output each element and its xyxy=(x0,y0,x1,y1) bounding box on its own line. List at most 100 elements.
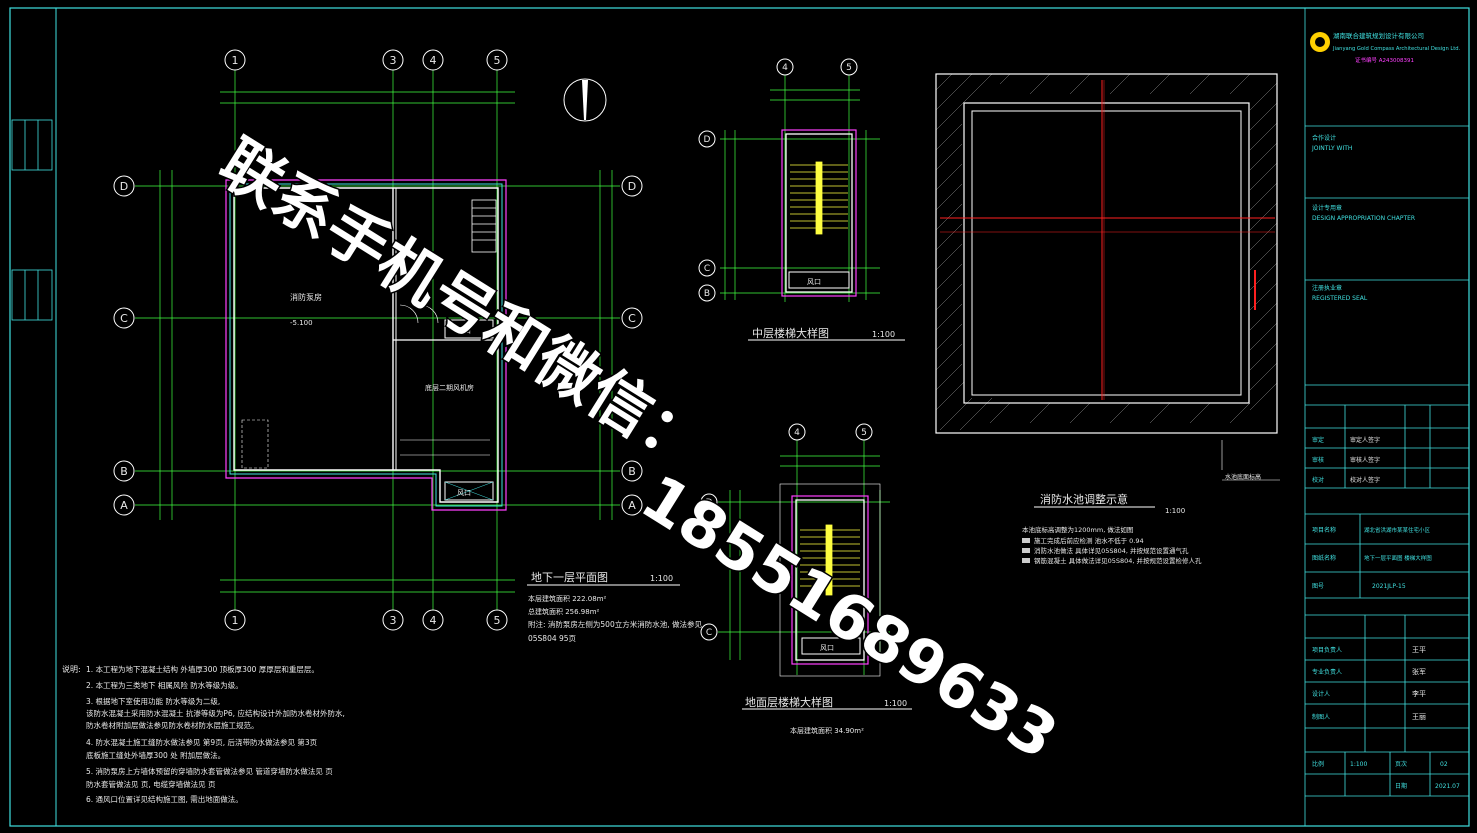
basement-plan xyxy=(113,49,643,631)
axis-label-top-5: 5 xyxy=(494,54,501,67)
approval-label: 设计专用章 xyxy=(1312,204,1342,212)
sheet-value: 02 xyxy=(1440,761,1448,768)
signer-3-role: 设计人 xyxy=(1312,690,1330,698)
stair-ground-area: 本层建筑面积 34.90m² xyxy=(790,726,864,735)
notes-item-10: 6. 通风口位置详见结构施工图, 需出地面做法。 xyxy=(86,794,243,804)
notes-item-2: 2. 本工程为三类地下 相属风险 防水等级为级。 xyxy=(86,680,243,690)
signer-3-name: 李平 xyxy=(1412,689,1426,698)
signer-2-role: 专业负责人 xyxy=(1312,668,1342,676)
approval-en: DESIGN APPROPRIATION CHAPTER xyxy=(1312,215,1415,222)
notes-item-4: 该防水混凝土采用防水混凝土 抗渗等级为P6, 应结构设计外加防水卷材外防水, xyxy=(86,708,345,718)
room-fire-pump-label: 消防泵房 xyxy=(290,292,322,302)
stair-mid-fan-label: 风口 xyxy=(807,278,821,286)
axis-label-right-A: A xyxy=(628,499,636,512)
tb-row-check-label: 校对 xyxy=(1312,476,1324,484)
axis-label-top-1: 1 xyxy=(232,54,239,67)
room-fire-pump-elevation: -5.100 xyxy=(290,319,313,327)
title-block xyxy=(1304,8,1469,826)
tank-note-1: 本池底标高调整为1200mm, 做法如图 xyxy=(1022,525,1133,534)
axis-label-bottom-4: 4 xyxy=(430,614,437,627)
tank-note-3: 消防水池做法 具体详见05S804, 并按规范设置通气孔 xyxy=(1034,546,1189,555)
signer-2-name: 张军 xyxy=(1412,667,1426,676)
stair-ground-detail xyxy=(700,423,912,710)
stair-ground-title: 地面层楼梯大样图 xyxy=(745,695,833,709)
plan-axis-bubbles xyxy=(113,49,643,631)
axis-label-left-A: A xyxy=(120,499,128,512)
notes-item-8: 5. 消防泵房上方墙体预留的穿墙防水套管做法参见 管道穿墙防水做法见 页 xyxy=(86,766,333,776)
tank-note-2: 施工完成后前应检测 池水不低于 0.94 xyxy=(1034,536,1144,545)
tank-note-4: 钢筋混凝土 具体做法详见05S804, 并按规范设置检修人孔 xyxy=(1034,556,1202,565)
tank-scale: 1:100 xyxy=(1165,507,1185,515)
plan-title: 地下一层平面图 xyxy=(531,571,608,584)
notes-item-6: 4. 防水混凝土施工缝防水做法参见 第9页, 后浇带防水做法参见 第3页 xyxy=(86,737,318,747)
notes-item-7: 底板施工缝处外墙厚300 处 附加层做法。 xyxy=(86,750,225,760)
plan-area-total: 总建筑面积 256.98m² xyxy=(528,607,600,616)
tb-row-approve-signer: 审定人签字 xyxy=(1350,436,1380,444)
company-name-en: Jianyang Gold Compass Architectural Desi… xyxy=(1332,46,1461,52)
axis-label-right-D: D xyxy=(628,180,636,193)
drawing-no: 2021JLP-15 xyxy=(1372,583,1406,590)
drawing-no-label: 图号 xyxy=(1312,583,1324,590)
tank-title: 消防水池调整示意 xyxy=(1040,492,1128,506)
jointly-en: JOINTLY WITH xyxy=(1311,145,1352,152)
plan-fan-openings xyxy=(444,319,494,501)
axis-label-bottom-5: 5 xyxy=(494,614,501,627)
plan-area-building: 本层建筑面积 222.08m² xyxy=(528,594,607,603)
tank-floor-label: 水池底面标高 xyxy=(1225,473,1261,481)
fire-tank-diagram xyxy=(935,73,1280,563)
company-logo-icon xyxy=(1310,32,1330,52)
date-value: 2021.07 xyxy=(1435,783,1460,790)
plan-stair xyxy=(471,199,497,253)
tb-row-review-label: 审核 xyxy=(1312,456,1324,464)
stair-mid-axis-5: 5 xyxy=(846,63,852,73)
tb-row-review-signer: 审核人签字 xyxy=(1350,456,1380,464)
seal-en: REGISTERED SEAL xyxy=(1312,295,1368,302)
axis-label-right-B: B xyxy=(628,465,636,478)
signer-4-role: 制图人 xyxy=(1312,713,1330,721)
stair-mid-axis-4: 4 xyxy=(782,63,788,73)
jointly-label: 合作设计 xyxy=(1312,134,1336,142)
seal-label: 注册执业章 xyxy=(1312,284,1342,292)
north-arrow-icon xyxy=(563,78,607,122)
sheet-label: 页次 xyxy=(1395,760,1407,768)
tb-row-check-signer: 校对人签字 xyxy=(1350,476,1380,484)
axis-label-right-C: C xyxy=(628,312,636,325)
plan-walls xyxy=(225,179,507,511)
signer-1-role: 项目负责人 xyxy=(1312,646,1342,654)
notes-heading: 说明: xyxy=(62,664,81,674)
axis-label-bottom-1: 1 xyxy=(232,614,239,627)
notes-item-3: 3. 根据地下室使用功能 防水等级为二级, xyxy=(86,696,220,706)
project-name: 湖北省洪湖市某某住宅小区 xyxy=(1364,526,1431,534)
tb-row-approve-label: 审定 xyxy=(1312,436,1324,444)
notes-item-9: 防水套管做法见 页, 电缆穿墙做法见 页 xyxy=(86,779,216,789)
plan-fan-label-2: 风口 xyxy=(457,489,471,497)
stair-ground-axis-C: C xyxy=(706,628,712,638)
stair-ground-axis-5: 5 xyxy=(861,428,867,438)
company-name: 湖南联合建筑规划设计有限公司 xyxy=(1333,31,1424,40)
axis-label-left-D: D xyxy=(120,180,128,193)
stair-mid-detail xyxy=(698,58,905,341)
drawing-label: 图纸名称 xyxy=(1312,554,1336,562)
scale-value: 1:100 xyxy=(1350,761,1367,768)
plan-scale: 1:100 xyxy=(650,574,673,583)
tank-note-swatches xyxy=(1022,538,1030,563)
signer-4-name: 王丽 xyxy=(1412,713,1426,721)
company-cert: 证书编号 A243008391 xyxy=(1355,56,1414,64)
project-label: 项目名称 xyxy=(1312,526,1336,534)
stair-mid-axis-C: C xyxy=(704,264,710,274)
stair-mid-axis-B: B xyxy=(704,289,710,299)
binding-strip xyxy=(11,119,53,321)
drawing-name: 地下一层平面图 楼梯大样图 xyxy=(1364,554,1432,562)
plan-note-tank: 附注: 消防泵房左侧为500立方米消防水池, 做法参见 xyxy=(528,619,702,629)
scale-label: 比例 xyxy=(1312,760,1324,768)
stair-mid-title: 中层楼梯大样图 xyxy=(752,326,829,340)
stair-ground-fan-label: 风口 xyxy=(820,644,834,652)
axis-label-bottom-3: 3 xyxy=(390,614,397,627)
stair-mid-scale: 1:100 xyxy=(872,330,895,339)
room-bottom-label: 底层二期风机房 xyxy=(425,383,474,392)
drawing-frame xyxy=(9,7,1470,827)
date-label: 日期 xyxy=(1395,782,1407,790)
stair-ground-axis-D: D xyxy=(706,498,713,508)
plan-axis-lines xyxy=(135,70,620,610)
